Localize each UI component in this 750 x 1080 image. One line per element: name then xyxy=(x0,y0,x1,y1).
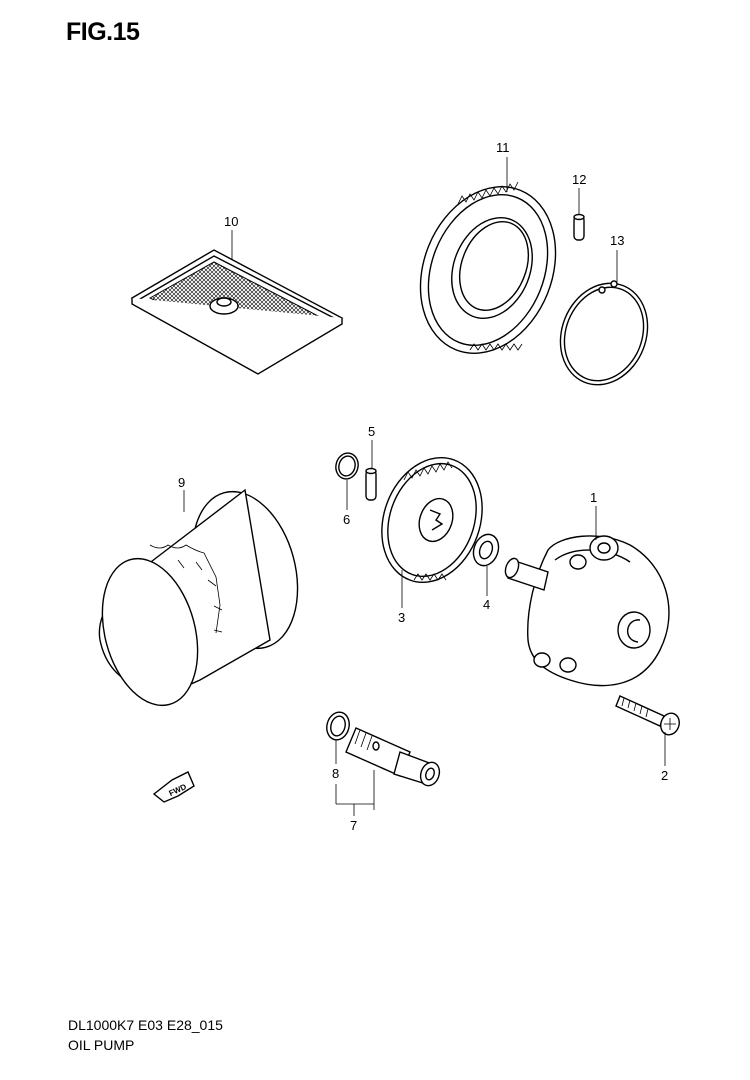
callout-4: 4 xyxy=(483,597,490,612)
callout-6: 6 xyxy=(343,512,350,527)
callout-10: 10 xyxy=(224,214,238,229)
figure-title: FIG.15 xyxy=(66,18,140,46)
diagram-code: DL1000K7 E03 E28_015 xyxy=(68,1017,223,1033)
circlip-small-part xyxy=(335,452,359,480)
o-ring-part xyxy=(326,711,350,741)
callout-9: 9 xyxy=(178,475,185,490)
callout-12: 12 xyxy=(572,172,586,187)
callout-3: 3 xyxy=(398,610,405,625)
callout-5: 5 xyxy=(368,424,375,439)
circlip-part xyxy=(559,280,649,386)
washer-part xyxy=(472,533,500,567)
diagram-name: OIL PUMP xyxy=(68,1037,135,1053)
starter-driven-gear-part xyxy=(419,181,557,354)
oil-strainer-part xyxy=(130,249,344,375)
leader-lines xyxy=(183,157,666,816)
oil-pump-body-part xyxy=(504,535,670,687)
forward-direction-arrow: FWD xyxy=(152,771,195,803)
oil-filter-part xyxy=(98,488,299,707)
oil-pump-gear-part xyxy=(381,456,483,584)
callout-2: 2 xyxy=(661,768,668,783)
bolt-part xyxy=(615,695,680,736)
relief-valve-part xyxy=(345,727,441,787)
callout-1: 1 xyxy=(590,490,597,505)
callout-7: 7 xyxy=(350,818,357,833)
dowel-pin-part xyxy=(573,213,585,241)
callout-13: 13 xyxy=(610,233,624,248)
callout-8: 8 xyxy=(332,766,339,781)
pump-pin-part xyxy=(365,467,377,501)
callout-11: 11 xyxy=(496,140,510,155)
